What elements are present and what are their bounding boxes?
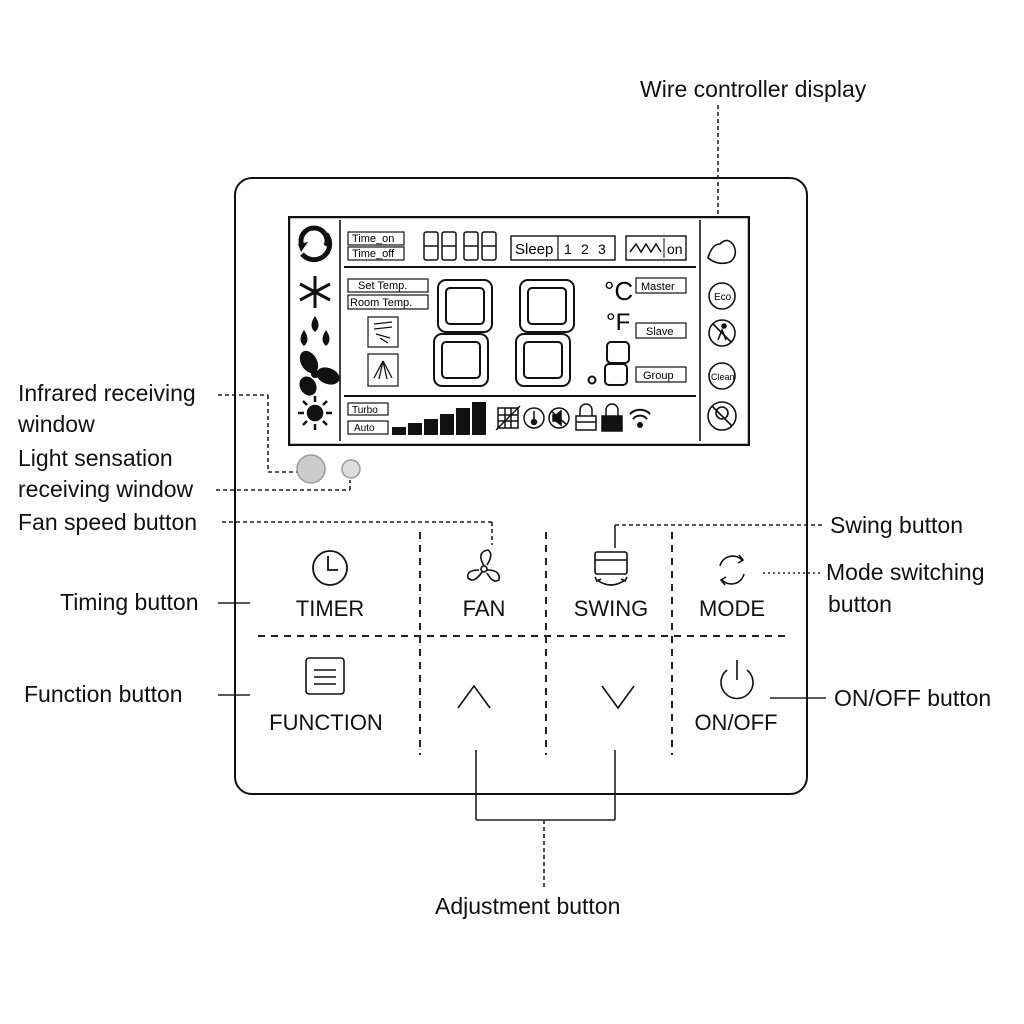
mode-button[interactable]: MODE: [662, 540, 802, 630]
no-light-icon: [707, 401, 737, 431]
label-infrared-2: window: [18, 411, 95, 437]
power-icon: [720, 660, 754, 700]
lcd-sleep: Sleep: [515, 241, 553, 258]
lcd-time-on: Time_on: [352, 233, 394, 245]
heater-icon: [629, 242, 662, 254]
down-button[interactable]: [568, 660, 668, 740]
sun-icon: [298, 396, 332, 430]
lcd-display: Time_on Time_off Sleep 1 2 3 on Set Temp…: [288, 216, 750, 446]
lcd-temp-digits: [433, 279, 630, 387]
no-person-icon: [708, 319, 736, 347]
onoff-button[interactable]: ON/OFF: [666, 650, 806, 746]
swing-button[interactable]: SWING: [541, 540, 681, 630]
lcd-celsius: °C: [604, 276, 633, 306]
label-swing: Swing button: [830, 512, 963, 538]
wifi-icon: [629, 408, 651, 428]
menu-icon: [305, 657, 345, 695]
up-arrow-icon: [457, 684, 491, 709]
lcd-time-off: Time_off: [352, 248, 395, 260]
infrared-window: [296, 454, 326, 484]
swing-button-label: SWING: [573, 596, 649, 621]
label-function: Function button: [24, 681, 183, 707]
function-button-label: FUNCTION: [269, 710, 383, 735]
grid-icon: [495, 405, 521, 431]
lcd-room-temp: Room Temp.: [350, 297, 412, 309]
onoff-button-label: ON/OFF: [694, 710, 778, 735]
snowflake-icon: [299, 276, 331, 308]
mode-cycle-icon: [298, 225, 333, 263]
mode-arrows-icon: [719, 554, 745, 586]
lcd-sleep-2: 2: [581, 241, 589, 257]
label-onoff: ON/OFF button: [834, 685, 992, 711]
label-mode-1: Mode switching: [826, 559, 985, 585]
label-timing: Timing button: [60, 589, 199, 615]
label-light-1: Light sensation: [18, 445, 173, 471]
fan-button[interactable]: FAN: [414, 540, 554, 630]
lcd-clean: Clean: [711, 372, 735, 382]
arm-icon: [707, 239, 737, 265]
lcd-sleep-1: 1: [564, 241, 572, 257]
up-button[interactable]: [430, 660, 530, 740]
label-light-2: receiving window: [18, 476, 194, 502]
clock-icon: [312, 550, 348, 586]
sensor-windows: [296, 454, 361, 484]
light-sensor-window: [341, 459, 361, 479]
lock-icon: [575, 403, 597, 431]
lcd-slave: Slave: [646, 326, 674, 338]
lcd-master: Master: [641, 281, 675, 293]
clean-icon: [708, 362, 736, 390]
label-mode-2: button: [828, 591, 892, 617]
timer-button-label: TIMER: [295, 596, 365, 621]
down-arrow-icon: [601, 685, 635, 710]
label-adjustment: Adjustment button: [435, 893, 621, 919]
fan-button-icon: [466, 549, 501, 582]
heater-thermo-icon: [523, 407, 545, 429]
lcd-turbo: Turbo: [352, 405, 378, 416]
label-infrared-1: Infrared receiving: [18, 380, 196, 406]
fan-icon: [299, 350, 340, 396]
louver-horizontal-icon: [373, 321, 393, 344]
lcd-auto: Auto: [354, 423, 375, 434]
mute-icon: [548, 407, 570, 429]
lcd-set-temp: Set Temp.: [358, 280, 407, 292]
lcd-clock-digits: [423, 231, 497, 261]
louver-vertical-icon: [373, 360, 393, 380]
lcd-group: Group: [643, 370, 674, 382]
fan-speed-bars: [392, 402, 486, 435]
label-fan-speed: Fan speed button: [18, 509, 198, 535]
controller-panel: [234, 177, 808, 795]
dry-drops-icon: [300, 316, 330, 346]
timer-button[interactable]: TIMER: [260, 540, 400, 630]
lcd-eco: Eco: [714, 292, 732, 303]
lcd-fahrenheit: °F: [606, 309, 630, 336]
swing-icon: [594, 551, 628, 586]
title-wire-controller-display: Wire controller display: [640, 76, 867, 102]
eco-icon: [708, 282, 736, 310]
child-lock-icon: [601, 403, 623, 432]
fan-button-label: FAN: [462, 596, 506, 621]
lcd-heat-on: on: [667, 241, 683, 257]
function-button[interactable]: FUNCTION: [256, 650, 396, 746]
lcd-sleep-3: 3: [598, 241, 606, 257]
mode-button-label: MODE: [699, 596, 765, 621]
